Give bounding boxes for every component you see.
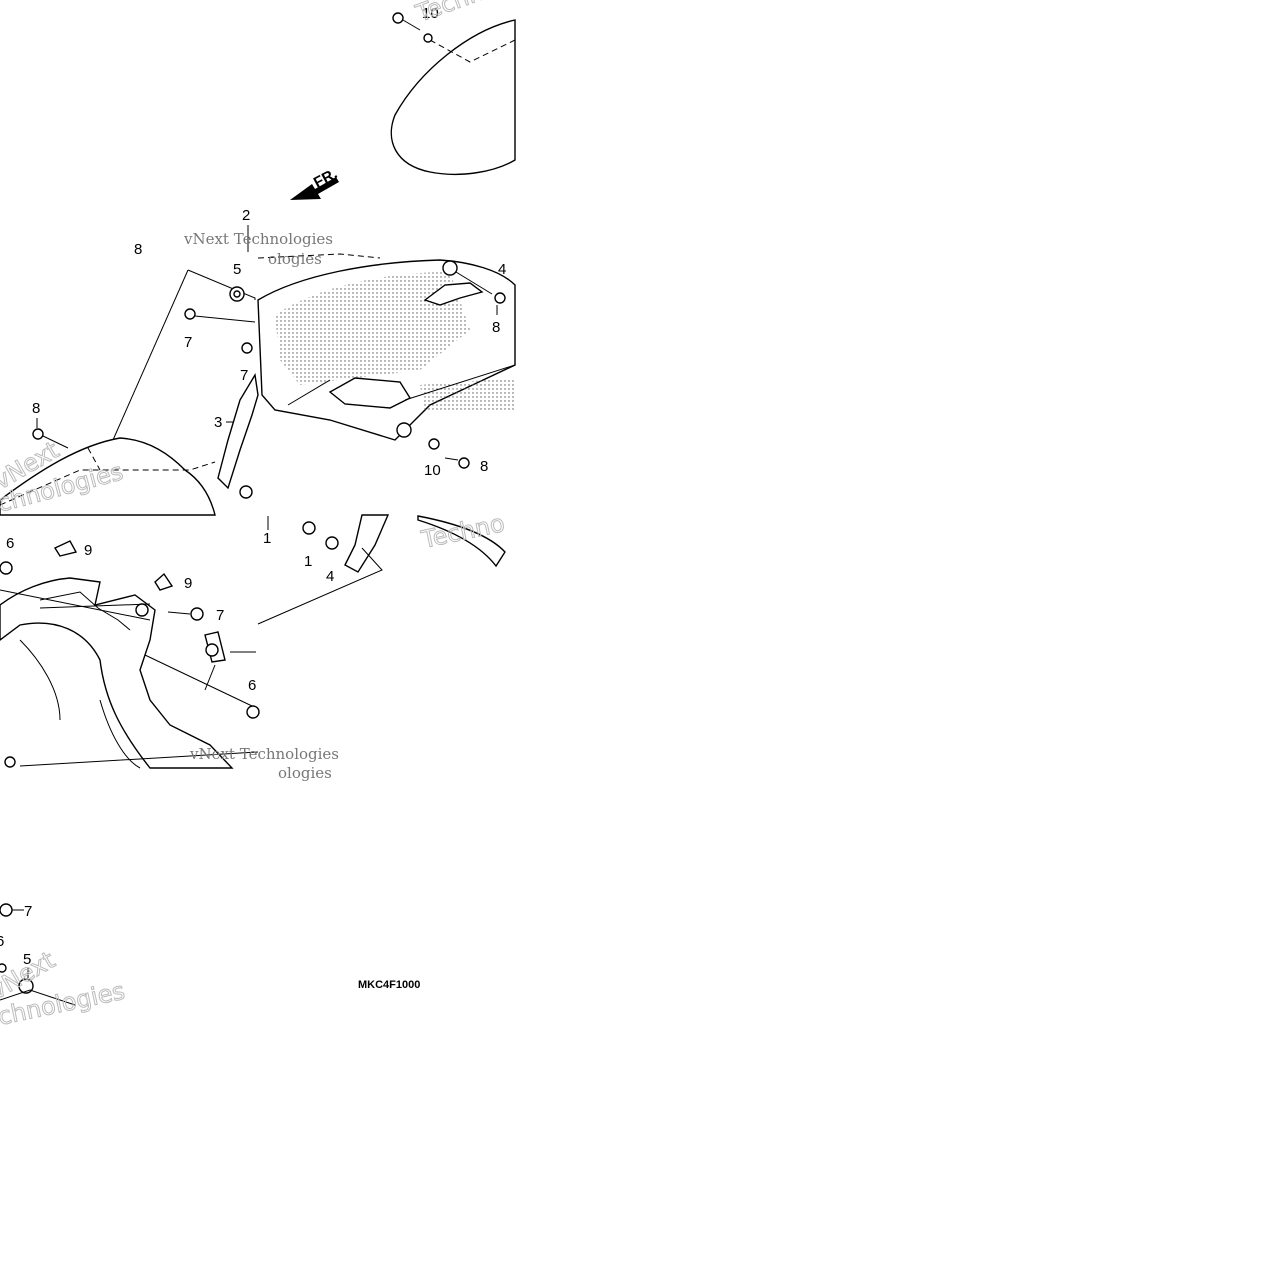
front-direction-indicator: FR. [290, 165, 340, 200]
callout-3: 3 [214, 414, 222, 431]
screw-8-b [32, 428, 44, 440]
lower-cowl-edge [0, 437, 216, 516]
watermark-tech-top: Techno [412, 0, 501, 28]
washer-4-c [325, 536, 339, 550]
callout-8-d: 8 [480, 458, 488, 475]
side-cover-tab [423, 282, 484, 306]
watermark-ologies-c: ologies [278, 764, 332, 782]
watermark-line-a: vNext Technologies [183, 230, 333, 248]
grommet-4-b [442, 260, 458, 276]
washer-6-c [246, 705, 260, 719]
tile-bottom-left: 7 6 5 vNext chnologies [0, 903, 128, 1031]
callout-10-mid: 10 [424, 462, 441, 479]
screw-7-a [184, 308, 196, 320]
tile-windscreen: 10 Techno [390, 0, 516, 176]
washer-10 [428, 438, 440, 450]
callout-7-a: 7 [184, 334, 192, 351]
screw-8-c [494, 292, 506, 304]
callout-2: 2 [242, 207, 250, 224]
screw-7-d [0, 903, 13, 917]
tile-side-cover: ologies 4 8 10 8 [257, 250, 516, 479]
callout-6-d: 6 [0, 933, 4, 950]
front-direction-label: FR. [311, 165, 340, 191]
screw-7-b [241, 342, 253, 354]
grommet-5-d [18, 978, 34, 994]
grommet-1-b [302, 521, 316, 535]
callout-5-a: 5 [233, 261, 241, 278]
callout-7-b: 7 [240, 367, 248, 384]
wing-emblem-hatch [275, 272, 470, 385]
stay-clip [344, 514, 390, 573]
bolt-10-top [392, 12, 433, 43]
callout-10-top: 10 [422, 5, 439, 22]
callout-4-b: 4 [498, 261, 506, 278]
windscreen-dash-line [429, 39, 516, 63]
callout-1-a: 1 [263, 530, 271, 547]
grommet-inner [135, 603, 149, 617]
windscreen-outline [390, 19, 516, 176]
callout-7-c: 7 [216, 607, 224, 624]
clip-nut-9-b [154, 572, 174, 591]
washer-6-b [0, 561, 13, 575]
screw-lower-left [4, 756, 16, 768]
watermark-ologies-b: ologies [268, 250, 322, 268]
callout-4-c: 4 [326, 568, 334, 585]
drawing-code: MKC4F1000 [358, 979, 420, 991]
front-arrow-icon [290, 177, 339, 200]
tile-lower-right: 1 1 4 Techno [257, 509, 508, 625]
screw-7-c [190, 607, 204, 621]
tile-inner-panel: 6 9 9 7 6 vNext Technologies ologies [0, 535, 339, 782]
callout-7-d: 7 [24, 903, 32, 920]
screw-8-d [458, 457, 470, 469]
callout-9-b: 9 [184, 575, 192, 592]
callout-1-b: 1 [304, 553, 312, 570]
callout-5-d: 5 [23, 951, 31, 968]
callout-8-b: 8 [32, 400, 40, 417]
callout-6-c: 6 [248, 677, 256, 694]
washer-6-a [239, 485, 253, 499]
callout-6-b: 6 [6, 535, 14, 552]
callout-9-a: 9 [84, 542, 92, 559]
watermark-line-c: vNext Technologies [189, 745, 339, 763]
inner-panel-body [0, 577, 234, 769]
cowl-fragment-right [417, 515, 506, 568]
grommet-side-lower [396, 422, 412, 438]
stay-bracket-3 [217, 372, 259, 490]
callout-8-a: 8 [134, 241, 142, 258]
clip-nut-9-a [53, 540, 78, 557]
callout-8-c: 8 [492, 319, 500, 336]
